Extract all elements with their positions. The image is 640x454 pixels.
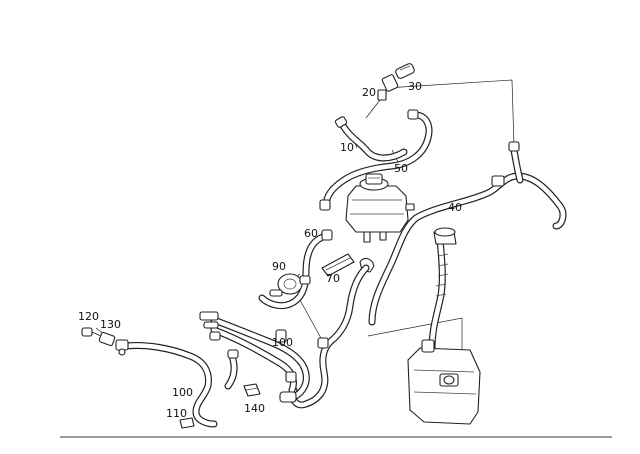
- expansion-reservoir: [345, 173, 415, 243]
- label-140: 140: [244, 402, 265, 415]
- label-120: 120: [78, 310, 99, 323]
- label-30: 30: [408, 80, 422, 93]
- label-110: 110: [166, 407, 187, 420]
- label-90: 90: [272, 260, 286, 273]
- label-50: 50: [394, 162, 408, 175]
- hose-50: [319, 109, 433, 211]
- hose-100-center: [289, 264, 370, 409]
- label-10: 10: [340, 141, 354, 154]
- leader-lines: [95, 79, 515, 350]
- fittings-120-130: [81, 327, 129, 356]
- hose-100-harness: [199, 311, 310, 403]
- clip-140: [243, 383, 261, 397]
- label-130: 130: [100, 318, 121, 331]
- pump-90: [269, 273, 311, 297]
- label-60: 60: [304, 227, 318, 240]
- label-40: 40: [448, 201, 462, 214]
- hose-60: [258, 229, 333, 310]
- hose-40: [368, 141, 567, 326]
- label-100-left: 100: [172, 386, 193, 399]
- label-70: 70: [326, 272, 340, 285]
- hose-100-left: [122, 342, 218, 428]
- position-labels: 20 30 10 50 40 60 90 70 100 120 130 100 …: [78, 80, 462, 420]
- label-100-center: 100: [272, 336, 293, 349]
- hose-10: [334, 116, 408, 162]
- label-20: 20: [362, 86, 376, 99]
- clip-110: [179, 417, 195, 429]
- coolant-tank: [407, 227, 481, 425]
- connector-20-30: [377, 63, 415, 101]
